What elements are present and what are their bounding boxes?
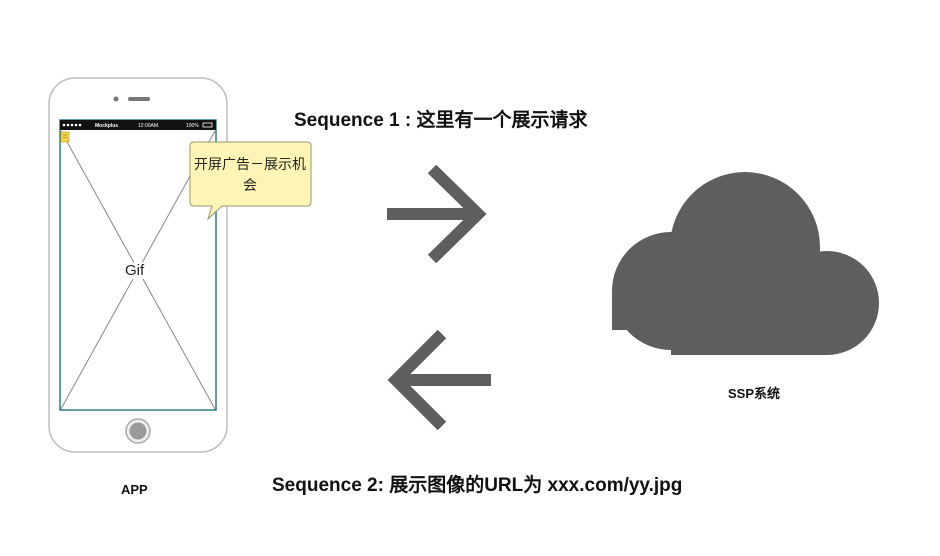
arrow-right-icon (387, 164, 487, 264)
sequence-2-label: Sequence 2: 展示图像的URL为 xxx.com/yy.jpg (272, 475, 683, 496)
status-bar (60, 120, 216, 130)
signal-dot (78, 123, 82, 127)
arrow-left-icon (387, 329, 491, 431)
status-battery-icon (202, 122, 213, 128)
cloud-icon (612, 172, 879, 355)
app-caption: APP (121, 482, 148, 497)
status-time: 12:00AM (138, 123, 159, 129)
status-carrier: Mockplus (95, 123, 119, 129)
phone-camera (113, 96, 119, 102)
ssp-caption: SSP系统 (728, 386, 781, 401)
signal-dot (74, 123, 78, 127)
signal-dot (66, 123, 70, 127)
note-icon (60, 131, 70, 143)
callout-bubble (189, 141, 312, 221)
status-battery: 100% (186, 123, 199, 129)
signal-dot (62, 123, 66, 127)
home-button-inner (129, 422, 147, 440)
sequence-1-label: Sequence 1 : 这里有一个展示请求 (294, 110, 588, 131)
signal-dot (70, 123, 74, 127)
phone-speaker (128, 97, 150, 101)
callout-text: 开屏广告－展示机会 (194, 156, 306, 193)
gif-placeholder-label: Gif (122, 262, 148, 279)
